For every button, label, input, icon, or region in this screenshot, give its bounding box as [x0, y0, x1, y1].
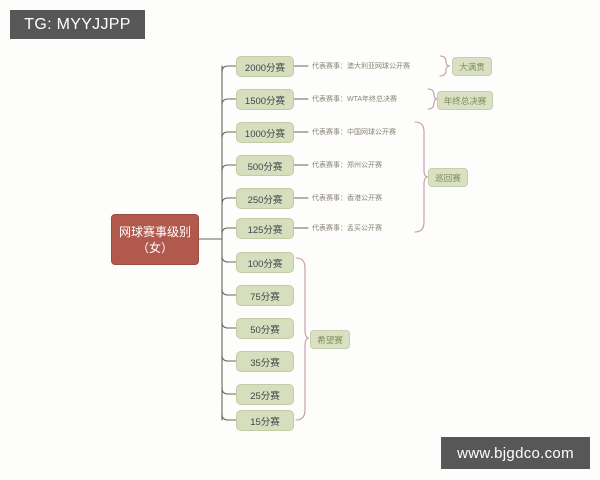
group-chip-tour[interactable]: 巡回赛 — [428, 168, 468, 187]
score-node-250[interactable]: 250分赛 — [236, 188, 294, 209]
site-watermark-badge: www.bjgdco.com — [441, 437, 590, 469]
group-chip-hope[interactable]: 希望赛 — [310, 330, 350, 349]
event-note-2000: 代表赛事：澳大利亚网球公开赛 — [312, 63, 410, 70]
group-chip-year-end-finals[interactable]: 年终总决赛 — [437, 91, 493, 110]
brace-hope — [295, 257, 310, 421]
elbow-3 — [221, 131, 237, 139]
root-node-line1: 网球赛事级别 — [118, 224, 191, 239]
elbow-5 — [221, 197, 237, 205]
brace-grand-slam — [439, 55, 451, 77]
score-node-500[interactable]: 500分赛 — [236, 155, 294, 176]
group-chip-grand-slam[interactable]: 大满贯 — [452, 57, 492, 76]
event-note-1000: 代表赛事：中国网球公开赛 — [312, 129, 396, 136]
root-node-line2: （女） — [136, 240, 173, 255]
event-note-125: 代表赛事：孟买公开赛 — [312, 225, 382, 232]
telegram-watermark-badge: TG: MYYJJPP — [10, 10, 145, 39]
score-node-1000[interactable]: 1000分赛 — [236, 122, 294, 143]
score-node-1500[interactable]: 1500分赛 — [236, 89, 294, 110]
score-node-35[interactable]: 35分赛 — [236, 351, 294, 372]
score-node-75[interactable]: 75分赛 — [236, 285, 294, 306]
score-node-100[interactable]: 100分赛 — [236, 252, 294, 273]
elbow-10 — [221, 354, 237, 362]
score-node-125[interactable]: 125分赛 — [236, 218, 294, 239]
score-node-15[interactable]: 15分赛 — [236, 410, 294, 431]
score-node-25[interactable]: 25分赛 — [236, 384, 294, 405]
event-note-1500: 代表赛事：WTA年终总决赛 — [312, 96, 398, 103]
elbow-1 — [221, 65, 237, 73]
root-node[interactable]: 网球赛事级别 （女） — [111, 214, 199, 265]
score-node-50[interactable]: 50分赛 — [236, 318, 294, 339]
brace-tour — [414, 121, 429, 233]
elbow-12 — [221, 413, 237, 421]
elbow-8 — [221, 288, 237, 296]
elbow-4 — [221, 164, 237, 172]
elbow-11 — [221, 387, 237, 395]
event-note-500: 代表赛事：郑州公开赛 — [312, 162, 382, 169]
elbow-2 — [221, 98, 237, 106]
score-node-2000[interactable]: 2000分赛 — [236, 56, 294, 77]
elbow-6 — [221, 227, 237, 235]
event-note-250: 代表赛事：香港公开赛 — [312, 195, 382, 202]
elbow-9 — [221, 321, 237, 329]
elbow-7 — [221, 255, 237, 263]
